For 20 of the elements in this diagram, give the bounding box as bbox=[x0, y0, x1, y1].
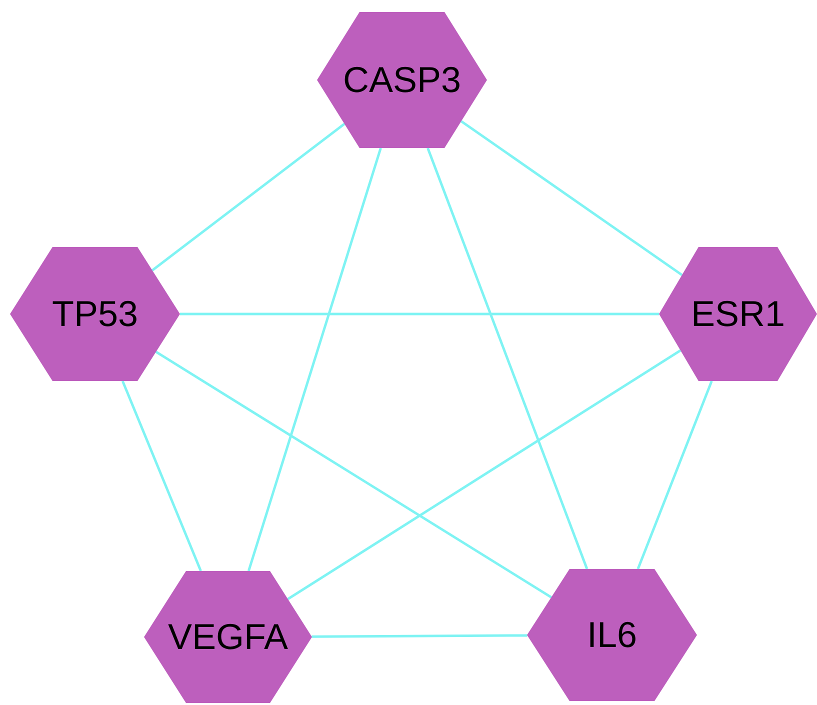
connector-line bbox=[155, 350, 552, 598]
connector-line bbox=[312, 634, 528, 638]
connector-line bbox=[426, 148, 588, 570]
hexagon-node bbox=[659, 247, 817, 381]
connector-line bbox=[287, 349, 682, 600]
connector-line bbox=[152, 122, 346, 272]
node-label: ESR1 bbox=[690, 296, 786, 332]
connector-line bbox=[180, 312, 659, 316]
connector-line bbox=[247, 148, 382, 572]
connector-line bbox=[636, 380, 713, 570]
hexagon-node bbox=[317, 12, 487, 148]
hexagon-node bbox=[10, 247, 180, 381]
hexagon-node bbox=[144, 571, 312, 703]
hexagon-node bbox=[527, 569, 697, 701]
connector-line bbox=[460, 120, 683, 276]
node-label: IL6 bbox=[586, 617, 638, 653]
connector-line bbox=[121, 380, 202, 572]
node-label: TP53 bbox=[52, 296, 138, 332]
node-label: CASP3 bbox=[342, 62, 462, 98]
node-label: VEGFA bbox=[168, 619, 288, 655]
